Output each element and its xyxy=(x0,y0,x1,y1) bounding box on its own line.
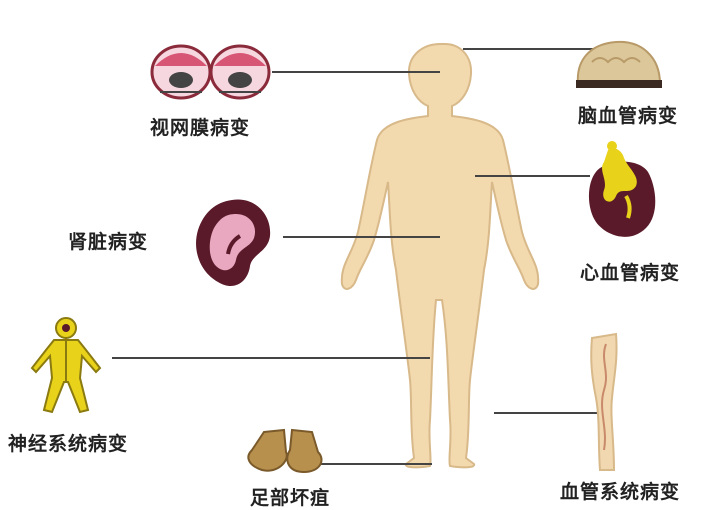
label-kidney: 肾脏病变 xyxy=(68,231,149,253)
heart-icon xyxy=(588,141,656,237)
kidney-icon xyxy=(196,199,271,287)
label-cardiovascular: 心血管病变 xyxy=(580,262,681,284)
eyes-icon xyxy=(150,44,271,100)
label-vascular: 血管系统病变 xyxy=(560,481,681,503)
leader-lines xyxy=(112,48,610,465)
label-foot: 足部坏疽 xyxy=(250,487,331,509)
label-retina: 视网膜病变 xyxy=(150,117,251,139)
label-nerve: 神经系统病变 xyxy=(8,433,129,455)
leg-vessel-icon xyxy=(590,332,618,471)
nervous-system-icon xyxy=(30,317,102,414)
feet-icon xyxy=(247,428,323,474)
human-body xyxy=(340,42,540,469)
label-cerebrovascular: 脑血管病变 xyxy=(578,105,679,127)
brain-icon xyxy=(576,40,662,88)
